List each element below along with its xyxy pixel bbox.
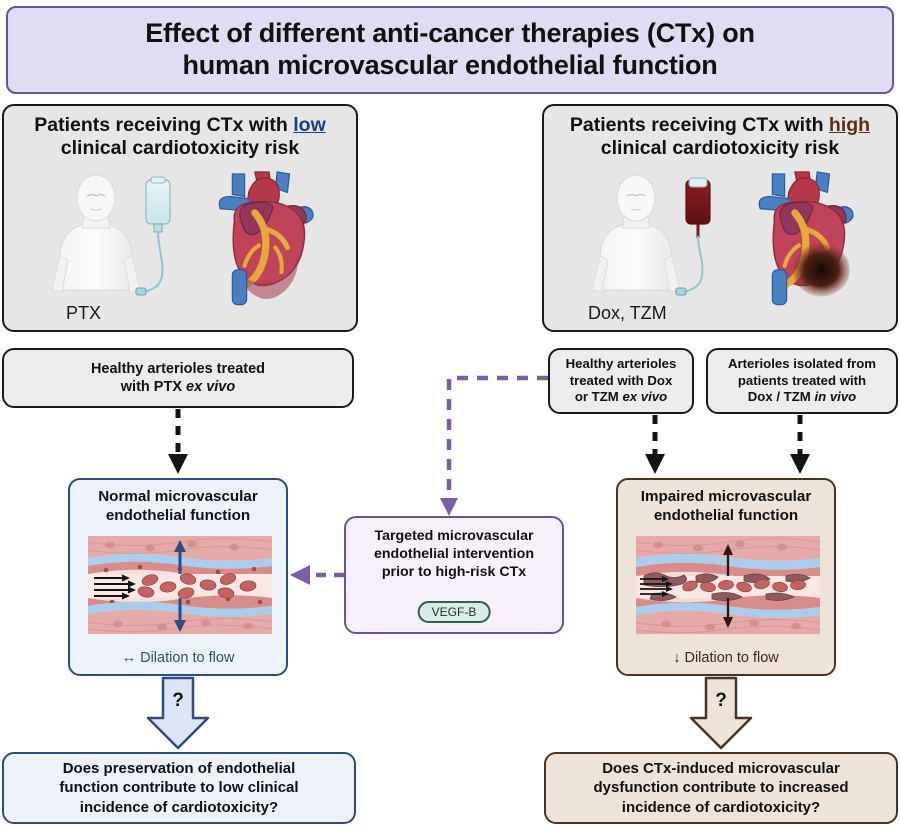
midbox-healthy-arterioles-dox-tzm: Healthy arterioles treated with Dox or T… (548, 348, 694, 414)
panel-low-risk-heading-pre: Patients receiving CTx with (34, 114, 294, 136)
dilation-down-icon: ↓ (673, 650, 681, 666)
intervention-line2: endothelial intervention (373, 546, 535, 563)
heart-illustration-icon (218, 171, 314, 306)
impaired-vessel-illustration (636, 536, 820, 634)
question-right-line1: Does CTx-induced microvascular (602, 760, 840, 778)
question-right-line3: incidence of cardiotoxicity? (621, 798, 821, 816)
dilation-arrow (174, 540, 186, 632)
high-risk-illustration (591, 171, 854, 306)
midbox-healthy-arterioles-ptx: Healthy arterioles treated with PTX ex v… (2, 348, 354, 408)
red-blood-cells (682, 578, 806, 593)
vegf-b-pill: VEGF-B (417, 601, 491, 623)
iv-blood-bag-icon (675, 177, 711, 296)
panel-low-risk-emphasis: low (293, 114, 326, 136)
intervention-line3: prior to high-risk CTx (381, 564, 527, 581)
iv-bag-icon (135, 176, 171, 296)
outcome-impaired-endothelial-function: Impaired microvascular endothelial funct… (616, 478, 836, 676)
outcome-normal-footer: ↔ Dilation to flow (70, 650, 286, 666)
question-mark-right: ? (715, 690, 727, 711)
question-mark-left: ? (172, 690, 184, 711)
arrow-invivo-to-impaired (790, 415, 810, 474)
midbox-dox-line3-em: ex vivo (622, 389, 668, 405)
outcome-impaired-footer-text: Dilation to flow (684, 650, 779, 666)
flow-arrows (94, 577, 128, 597)
intervention-line1: Targeted microvascular (374, 528, 534, 544)
midbox-arterioles-from-patients: Arterioles isolated from patients treate… (706, 348, 898, 414)
low-risk-illustration (51, 171, 314, 306)
midbox-dox-line3-pre: or TZM (574, 389, 623, 405)
figure-title-box: Effect of different anti-cancer therapie… (6, 6, 894, 94)
figure-title-text: Effect of different anti-cancer therapie… (145, 18, 755, 82)
midbox-dox-line1: Healthy arterioles (565, 356, 677, 372)
midbox-invivo-line2: patients treated with (737, 372, 867, 388)
panel-high-risk-heading: Patients receiving CTx with high clinica… (552, 114, 888, 161)
outcome-normal-heading-line1: Normal microvascular (98, 488, 258, 505)
normal-vessel-illustration (88, 536, 272, 634)
panel-high-risk-emphasis: high (828, 114, 871, 136)
arrow-dox-to-impaired (645, 415, 665, 474)
panel-low-risk-heading: Patients receiving CTx with low clinical… (12, 114, 348, 161)
damaged-heart-illustration-icon (758, 171, 854, 306)
title-line-2: human microvascular endothelial function (182, 50, 718, 80)
outcome-impaired-footer: ↓ Dilation to flow (618, 650, 834, 666)
midbox-invivo-line3-pre: Dox / TZM (747, 389, 815, 405)
outcome-normal-endothelial-function: Normal microvascular endothelial functio… (68, 478, 288, 676)
midbox-ptx-line1: Healthy arterioles treated (90, 360, 266, 377)
question-left-line1: Does preservation of endothelial (62, 760, 296, 778)
question-left-line2: function contribute to low clinical (59, 779, 299, 797)
question-box-low-risk: Does preservation of endothelial functio… (2, 752, 356, 824)
outcome-normal-heading-line2: endothelial function (105, 506, 251, 524)
patient-figure-icon (591, 174, 681, 293)
midbox-ptx-line2-pre: with PTX (120, 379, 187, 395)
question-left-line3: incidence of cardiotoxicity? (79, 798, 279, 816)
outcome-normal-footer-text: Dilation to flow (140, 650, 235, 666)
panel-low-risk-heading-post: clinical cardiotoxicity risk (60, 137, 300, 160)
arrow-dox-to-intervention (440, 375, 548, 516)
block-arrow-normal-to-question: ? (146, 676, 210, 750)
midbox-invivo-line1: Arterioles isolated from (727, 356, 877, 372)
midbox-dox-line2: treated with Dox (569, 372, 673, 388)
low-risk-drug-label: PTX (66, 303, 102, 323)
infarct-region (792, 243, 850, 297)
patient-figure-icon (51, 174, 141, 293)
arrow-intervention-to-normal (290, 565, 344, 585)
panel-low-risk-patients: Patients receiving CTx with low clinical… (2, 104, 358, 332)
midbox-invivo-line3-em: in vivo (814, 389, 857, 405)
red-blood-cells (137, 573, 257, 599)
flow-arrows (640, 578, 666, 595)
block-arrow-impaired-to-question: ? (689, 676, 753, 750)
dilation-up-down-icon: ↔ (121, 650, 137, 666)
intervention-text: Targeted microvascular endothelial inter… (352, 527, 556, 582)
question-right-line2: dysfunction contribute to increased (593, 779, 849, 797)
arrow-ptx-to-normal (168, 409, 188, 474)
dilation-arrow (723, 544, 733, 628)
outcome-impaired-heading-line1: Impaired microvascular (640, 488, 812, 505)
title-line-1: Effect of different anti-cancer therapie… (145, 18, 755, 49)
outcome-normal-heading: Normal microvascular endothelial functio… (74, 488, 282, 525)
outcome-impaired-heading-line2: endothelial function (653, 506, 799, 524)
midbox-ptx-line2-em: ex vivo (186, 379, 236, 395)
intervention-box: Targeted microvascular endothelial inter… (344, 516, 564, 634)
high-risk-drug-label: Dox, TZM (588, 303, 667, 323)
panel-high-risk-patients: Patients receiving CTx with high clinica… (542, 104, 898, 332)
outcome-impaired-heading: Impaired microvascular endothelial funct… (622, 488, 830, 525)
question-box-high-risk: Does CTx-induced microvascular dysfuncti… (544, 752, 898, 824)
panel-high-risk-heading-post: clinical cardiotoxicity risk (600, 137, 840, 160)
panel-high-risk-heading-pre: Patients receiving CTx with (569, 114, 829, 136)
